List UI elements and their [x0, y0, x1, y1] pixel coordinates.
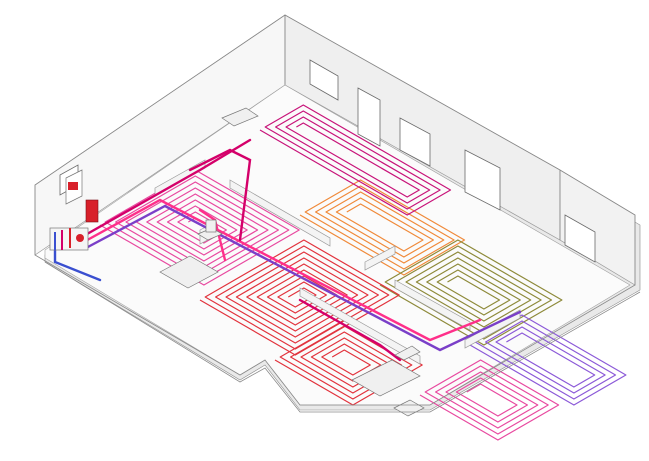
window-2 [357, 87, 381, 147]
washbasin-icon [221, 107, 259, 127]
supply-riser-pipe [188, 148, 252, 242]
zone-upper-right [259, 104, 452, 216]
zone-front-mid-red [274, 319, 423, 406]
return-main-pipe [84, 204, 522, 352]
zone-center-orange [299, 179, 466, 276]
main-pipes [53, 138, 522, 362]
partition-3 [394, 279, 471, 331]
front-outline [34, 14, 641, 413]
equipment [49, 107, 425, 417]
manifold-icon [49, 227, 89, 251]
partition-6 [364, 245, 396, 271]
manifold-feed-pipe [53, 248, 102, 282]
boiler-icon [65, 169, 83, 205]
bathtub-icon [351, 345, 421, 397]
window-1 [309, 59, 339, 101]
zone-center-green [379, 239, 563, 346]
shower-icon [159, 255, 219, 289]
window-5 [564, 214, 596, 263]
partition-1 [229, 179, 331, 247]
toilet-icon [197, 219, 223, 241]
zone-front-pink [419, 359, 560, 441]
window-4 [464, 149, 501, 211]
radiator-icon [85, 199, 99, 223]
supply-main-pipe [78, 138, 252, 240]
window-3 [399, 117, 431, 167]
supply-branch-pipe [78, 198, 482, 342]
front-branch-pipe [298, 298, 402, 362]
partition-2 [299, 287, 421, 365]
